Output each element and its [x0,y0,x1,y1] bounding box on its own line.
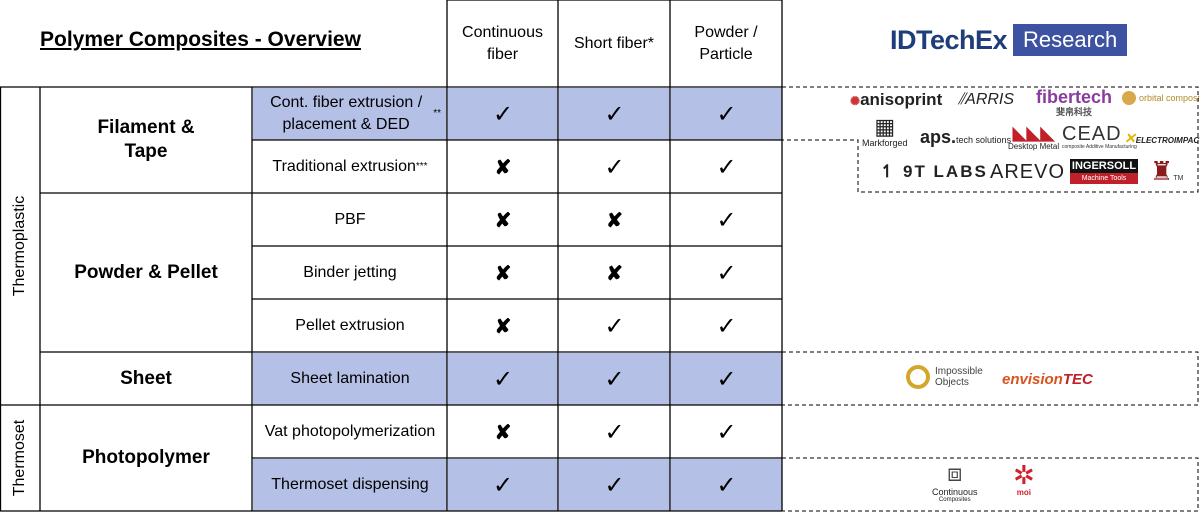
check-icon: ✓ [716,312,737,340]
table-cell: ✓ [559,406,670,458]
page-title: Polymer Composites - Overview [40,28,361,51]
brand-name: IDTechEx [890,24,1008,55]
moi-icon: ✲ [1013,460,1035,490]
ingersoll-logo: INGERSOLL Machine Tools [1070,159,1138,184]
moi-logo: ✲ moi [1013,460,1035,497]
electroimpact-logo: ✕ELECTROIMPACT [1124,130,1200,146]
desktop-metal-icon: ◣◣◣ [1012,123,1055,143]
table-cell: ✓ [671,247,782,299]
electroimpact-icon: ✕ [1124,130,1136,146]
cross-icon: ✘ [494,262,512,285]
table-cell: ✓ [559,88,670,140]
check-icon: ✓ [716,259,737,287]
table-cell: ✓ [559,141,670,193]
process-label: Cont. fiber extrusion / placement & DED*… [253,88,447,140]
table-cell: ✘ [448,194,558,246]
cross-icon: ✘ [606,209,623,232]
arris-logo: ⫽ARRIS [958,91,1015,108]
continuous-composites-icon: ⧈ [947,460,963,487]
check-icon: ✓ [604,418,625,446]
arris-icon: ⫽ [958,91,966,108]
check-icon: ✓ [604,312,625,340]
column-header-continuous-fiber: Continuous fiber [462,23,543,63]
process-label: PBF [334,211,366,228]
table-cell: ✘ [448,300,558,352]
process-label: Sheet lamination [253,353,447,405]
desktop-metal-logo: ◣◣◣ Desktop Metal [1008,123,1060,151]
check-icon: ✓ [716,153,737,181]
check-icon: ✓ [716,206,737,234]
cross-icon: ✘ [494,315,512,338]
table-cell: ✓ [448,353,558,405]
aps-logo: aps.tech solutions [920,127,1012,147]
check-icon: ✓ [492,100,514,128]
table-cell: ✓ [671,459,782,511]
robot-icon: ♜ [1150,156,1174,186]
table-cell: ✘ [448,141,558,193]
envisiontec-logo: envisionTEC [1002,371,1093,388]
table-cell: ✘ [559,247,670,299]
process-label: Vat photopolymerization [264,423,436,440]
table-cell: ✓ [671,406,782,458]
orbital-icon [1122,91,1136,105]
column-header-short-fiber: Short fiber* [573,34,655,52]
anisoprint-icon: ✺ [850,94,861,108]
impossible-objects-logo: Impossible Objects [906,365,983,389]
check-icon: ✓ [604,365,625,393]
check-icon: ✓ [492,471,514,499]
table-cell: ✓ [671,141,782,193]
table-cell: ✓ [448,88,558,140]
table-cell: ✓ [671,194,782,246]
continuous-composites-logo: ⧈ Continuous Composites [932,460,978,504]
orbital-logo: orbital composites [1122,91,1200,105]
column-header-powder-particle: Powder / Particle [694,23,758,63]
table-cell: ✓ [559,353,670,405]
cross-icon: ✘ [494,421,512,444]
table-cell: ✘ [448,247,558,299]
check-icon: ✓ [716,365,737,393]
check-icon: ✓ [604,471,625,499]
cross-icon: ✘ [494,156,512,179]
fibertech-logo: fibertech 斐帛科技 [1036,87,1113,117]
process-label: Thermoset dispensing [253,459,447,511]
check-icon: ✓ [492,365,514,393]
9t-labs-logo: ↿ 9T LABS [880,162,988,181]
group-photopolymer: Photopolymer [82,447,210,468]
arevo-logo: AREVO [990,161,1066,183]
table-cell: ✓ [448,459,558,511]
process-label: Binder jetting [303,264,397,281]
table-cell: ✓ [671,88,782,140]
anisoprint-logo: ✺anisoprint [850,90,943,109]
markforged-icon: ▦ [874,114,896,139]
check-icon: ✓ [716,471,737,499]
cross-icon: ✘ [494,209,512,232]
table-cell: ✓ [559,300,670,352]
group-sheet: Sheet [120,367,172,389]
table-cell: ✓ [559,459,670,511]
cead-logo: CEAD composite Additive Manufacturing [1062,123,1137,150]
check-icon: ✓ [604,153,625,181]
check-icon: ✓ [604,100,625,128]
brand-badge: Research [1013,24,1128,56]
table-cell: ✘ [559,194,670,246]
table-cell: ✓ [671,353,782,405]
table-cell: ✓ [671,300,782,352]
group-filament-tape: Filament & Tape [97,117,195,162]
check-icon: ✓ [716,418,737,446]
process-label: Pellet extrusion [295,317,405,334]
check-icon: ✓ [716,100,737,128]
process-label: Traditional extrusion*** [272,158,428,175]
cross-icon: ✘ [606,262,623,285]
impossible-objects-icon [906,365,930,389]
9t-labs-icon: ↿ [880,162,897,181]
markforged-logo: ▦ Markforged [862,114,908,149]
robot-logo: ♜TM [1150,156,1184,186]
idtechex-logo: IDTechEx Research [890,23,1128,57]
table-cell: ✘ [448,406,558,458]
group-powder-pellet: Powder & Pellet [74,261,218,283]
